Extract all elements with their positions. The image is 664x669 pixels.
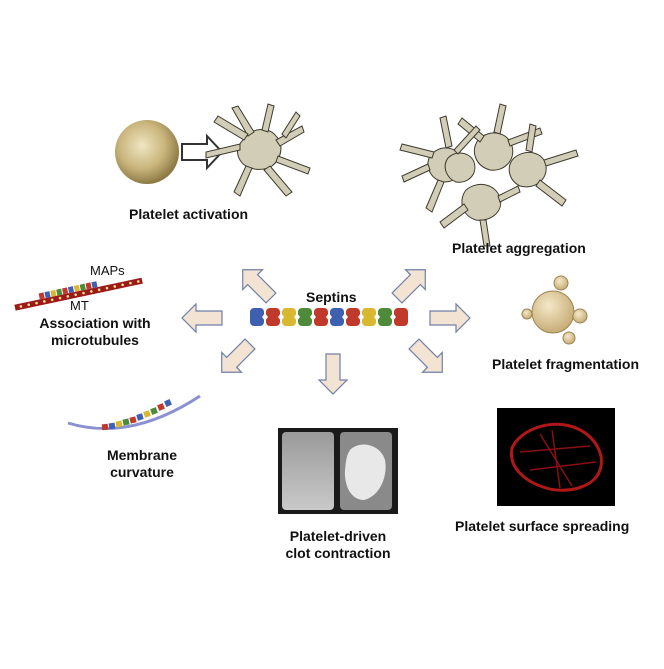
microtubules-label: Association with microtubules — [20, 315, 170, 349]
resting-platelet — [115, 120, 179, 184]
microtubules-label-line2: microtubules — [51, 332, 139, 348]
arrow-to-activation — [242, 269, 277, 304]
septin-filament — [250, 308, 408, 326]
spread-platelet — [509, 422, 603, 492]
microtubule-dots — [19, 280, 140, 308]
clot-well-left — [282, 432, 334, 510]
arrow-to-aggregation — [391, 269, 426, 304]
activated-platelet — [205, 103, 311, 197]
arrow-to-clot — [317, 353, 349, 395]
platelet-activation-illustration — [115, 103, 311, 197]
mt-label: MT — [70, 298, 89, 313]
microtubule-illustration — [14, 277, 143, 311]
aggregation-label: Platelet aggregation — [452, 240, 586, 256]
membrane-septin-chain — [101, 399, 172, 431]
center-title: Septins — [306, 289, 357, 305]
microtubules-label-line1: Association with — [39, 315, 151, 331]
aggregated-platelet-3 — [508, 123, 579, 207]
contracted-clot — [344, 444, 386, 500]
aggregated-platelet-5 — [444, 125, 481, 183]
arrow-to-fragmentation — [429, 302, 471, 334]
clot-label-line1: Platelet-driven — [289, 528, 387, 544]
membrane-label: Membrane curvature — [92, 447, 192, 481]
spread-fibers — [519, 429, 597, 489]
fragmentation-illustration — [521, 275, 588, 345]
fragment-bottom — [562, 331, 576, 345]
membrane-curve — [67, 394, 201, 430]
arrow-to-spreading — [408, 338, 443, 373]
activation-arrow — [181, 133, 224, 171]
activation-label: Platelet activation — [129, 206, 249, 222]
fragment-main — [531, 290, 575, 334]
maps-label: MAPs — [90, 263, 125, 278]
arrow-to-microtubules — [181, 302, 223, 334]
membrane-label-line1: Membrane — [106, 447, 178, 463]
fragment-right — [572, 308, 588, 324]
microtubule-bar — [14, 277, 143, 311]
membrane-label-line2: curvature — [110, 464, 174, 480]
arrow-to-membrane — [221, 338, 256, 373]
spreading-illustration — [497, 408, 615, 506]
clot-contraction-illustration — [278, 428, 398, 514]
spreading-label: Platelet surface spreading — [455, 518, 630, 534]
clot-label: Platelet-driven clot contraction — [270, 528, 406, 562]
fragmentation-label: Platelet fragmentation — [492, 356, 640, 372]
fragment-left — [521, 308, 533, 320]
membrane-illustration — [67, 394, 201, 431]
platelet-aggregation-illustration — [399, 103, 579, 247]
clot-label-line2: clot contraction — [285, 545, 391, 561]
pathway-arrows — [181, 269, 471, 395]
aggregated-platelet-4 — [439, 183, 521, 247]
maps-septin-chain — [38, 281, 98, 300]
fragment-top — [553, 275, 569, 291]
